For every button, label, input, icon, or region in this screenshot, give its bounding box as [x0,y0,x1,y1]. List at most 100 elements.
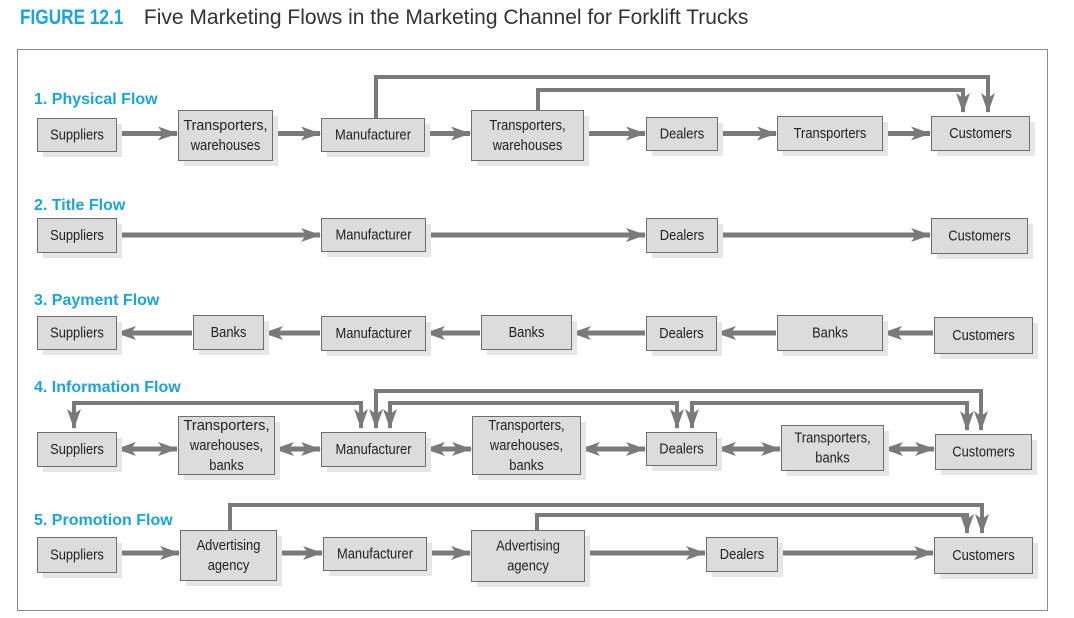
node-information-transporters-banks: Transporters,banks [781,425,889,476]
node-box [471,530,585,582]
bypass-arrow-manufacturer-customers [369,389,988,431]
node-label: Transporters [794,125,867,142]
node-label: warehouses, [189,437,263,454]
node-label: warehouses [190,137,260,154]
node-payment-banks: Banks [193,315,269,355]
flow-label-payment: 3. Payment Flow [34,292,160,309]
node-title-dealers: Dealers [646,218,723,258]
bypass-arrow-suppliers-manufacturer [67,401,368,429]
node-information-dealers: Dealers [646,432,722,471]
node-label: Manufacturer [335,441,411,458]
bypass-arrow-manufacturer-dealers [383,401,684,429]
node-label: Customers [948,228,1010,245]
node-label: Banks [812,325,848,342]
node-box [180,530,277,581]
node-box [37,432,117,467]
figure-caption: FIGURE 12.1 Five Marketing Flows in the … [20,6,748,30]
node-label: Dealers [660,126,704,143]
node-box [931,116,1030,151]
node-label: Dealers [720,546,764,563]
flow-label-information: 4. Information Flow [34,379,181,396]
node-payment-banks: Banks [777,315,888,356]
node-label: Dealers [659,325,703,342]
node-information-suppliers: Suppliers [37,432,122,472]
node-box [646,316,717,351]
node-physical-transporters: Transporters [777,116,888,156]
node-layer: SuppliersTransporters,warehousesManufact… [37,110,1038,587]
figure-title: Five Marketing Flows in the Marketing Ch… [143,6,749,29]
node-box [323,537,427,571]
node-label: Transporters, [184,117,268,134]
flow-label-layer: 1. Physical Flow 2. Title Flow 3. Payment … [34,91,181,529]
node-label: Banks [509,324,545,341]
node-box [472,416,581,475]
node-label: Manufacturer [335,325,411,342]
node-box [321,218,426,252]
node-box [646,218,718,253]
node-promotion-manufacturer: Manufacturer [323,537,432,576]
node-label: Advertising [197,537,261,554]
node-box [777,315,883,351]
node-label: Dealers [660,227,704,244]
node-title-customers: Customers [931,218,1033,259]
node-label: warehouses, [489,437,563,454]
node-box [37,537,117,573]
node-label: Banks [211,324,247,341]
node-information-transporters-warehouses-banks: Transporters,warehouses,banks [472,416,586,480]
node-physical-dealers: Dealers [646,117,723,156]
node-promotion-customers: Customers [934,537,1038,579]
node-label: warehouses [492,137,562,154]
flow-label-title: 2. Title Flow [34,197,126,214]
node-payment-customers: Customers [934,317,1038,359]
node-label: Dealers [659,441,703,458]
node-title-manufacturer: Manufacturer [321,218,431,257]
node-label: Manufacturer [337,546,413,563]
figure-number: FIGURE 12.1 [20,6,124,29]
node-label: Suppliers [50,227,104,244]
node-information-customers: Customers [935,434,1037,475]
node-box [178,110,273,161]
node-title-suppliers: Suppliers [37,218,122,258]
node-box [193,315,264,350]
node-box [934,317,1033,354]
node-promotion-advertising-agency: Advertising agency [471,530,590,587]
node-label: Customers [952,444,1014,461]
node-label: Suppliers [50,441,104,458]
node-physical-customers: Customers [931,116,1035,156]
node-label: banks [815,450,849,467]
node-payment-suppliers: Suppliers [37,316,122,355]
node-box [777,116,883,151]
node-label: Transporters, [488,417,564,434]
bypass-arrow-dealers-customers [685,401,974,431]
node-information-manufacturer: Manufacturer [321,432,431,472]
node-payment-manufacturer: Manufacturer [321,316,431,356]
node-label: Advertising [496,538,560,555]
connector-layer [67,75,995,560]
node-box [646,117,718,151]
bypass-arrow-manufacturer-to-customers [374,75,995,118]
node-information-transporters-warehouses-banks: Transporters,warehouses,banks [178,416,280,480]
node-box [321,118,425,152]
node-box [781,425,884,471]
node-label: agency [208,557,250,574]
node-label: Transporters, [489,117,565,134]
node-label: Customers [952,547,1014,564]
flow-label-physical: 1. Physical Flow [34,91,158,108]
node-label: Suppliers [50,325,104,342]
node-physical-manufacturer: Manufacturer [321,118,430,157]
node-payment-dealers: Dealers [646,316,722,356]
node-box [481,315,572,350]
node-label: banks [209,457,243,474]
node-label: Manufacturer [335,227,411,244]
node-box [471,110,584,161]
diagram-frame [17,49,1048,611]
node-label: Suppliers [50,127,104,144]
node-box [321,316,426,351]
node-box [37,316,117,350]
node-label: agency [507,558,549,575]
bypass-arrow-transporters-to-customers [536,88,970,113]
node-box [178,416,275,475]
node-label: Customers [952,327,1014,344]
node-box [934,537,1033,574]
